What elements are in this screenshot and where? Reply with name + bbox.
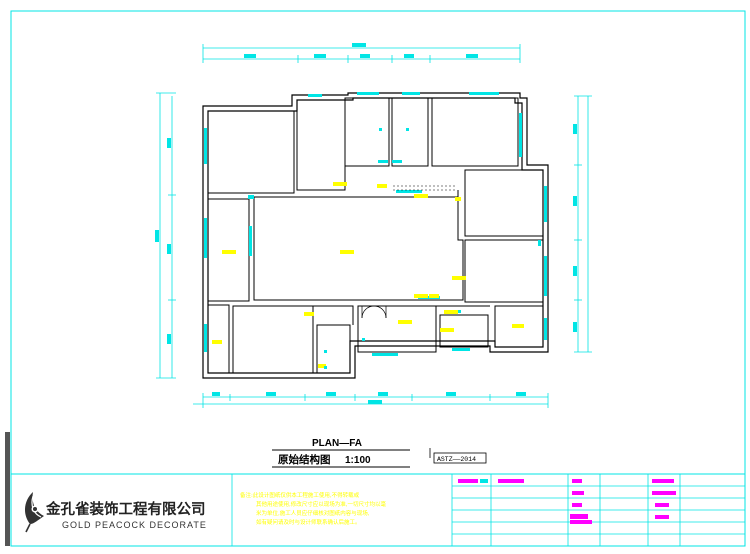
door-swings bbox=[361, 305, 387, 319]
notes-line-1: 备注:此设计图纸仅供本工程施工使用,不得转载或 bbox=[240, 491, 360, 499]
interior-walls bbox=[207, 97, 544, 374]
plan-code: PLAN—FA bbox=[312, 438, 362, 449]
company-name-en: GOLD PEACOCK DECORATE bbox=[62, 520, 207, 530]
dimension-labels bbox=[155, 43, 577, 404]
title-block-entries bbox=[458, 479, 676, 524]
notes-line-2: 其他用途使用,修改尺寸应以现场为准,一切尺寸均以毫 bbox=[256, 500, 386, 508]
windows bbox=[204, 92, 547, 356]
sheet-border bbox=[10, 10, 746, 547]
margin-strip bbox=[5, 432, 10, 546]
company-name-cn: 金孔雀装饰工程有限公司 bbox=[45, 500, 206, 518]
title-block-grid bbox=[231, 474, 745, 546]
dimension-lines bbox=[156, 44, 592, 408]
drawing-title: 原始结构图 bbox=[278, 453, 331, 466]
notes-line-4: 如有疑问请及时与设计师联系确认后施工。 bbox=[256, 518, 361, 526]
room-tags bbox=[212, 182, 524, 368]
stamp-box bbox=[433, 452, 487, 464]
opening-lines bbox=[393, 185, 462, 301]
notes-line-3: 米为单位,施工人员应仔细核对图纸内容与现场, bbox=[256, 509, 370, 517]
drawing-scale: 1:100 bbox=[345, 455, 371, 466]
stamp-text: ASTZ——2014 bbox=[437, 456, 476, 463]
markers bbox=[324, 128, 461, 369]
design-notes: 备注:此设计图纸仅供本工程施工使用,不得转载或 其他用途使用,修改尺寸应以现场为… bbox=[240, 491, 386, 526]
peacock-feather-logo bbox=[24, 492, 44, 533]
